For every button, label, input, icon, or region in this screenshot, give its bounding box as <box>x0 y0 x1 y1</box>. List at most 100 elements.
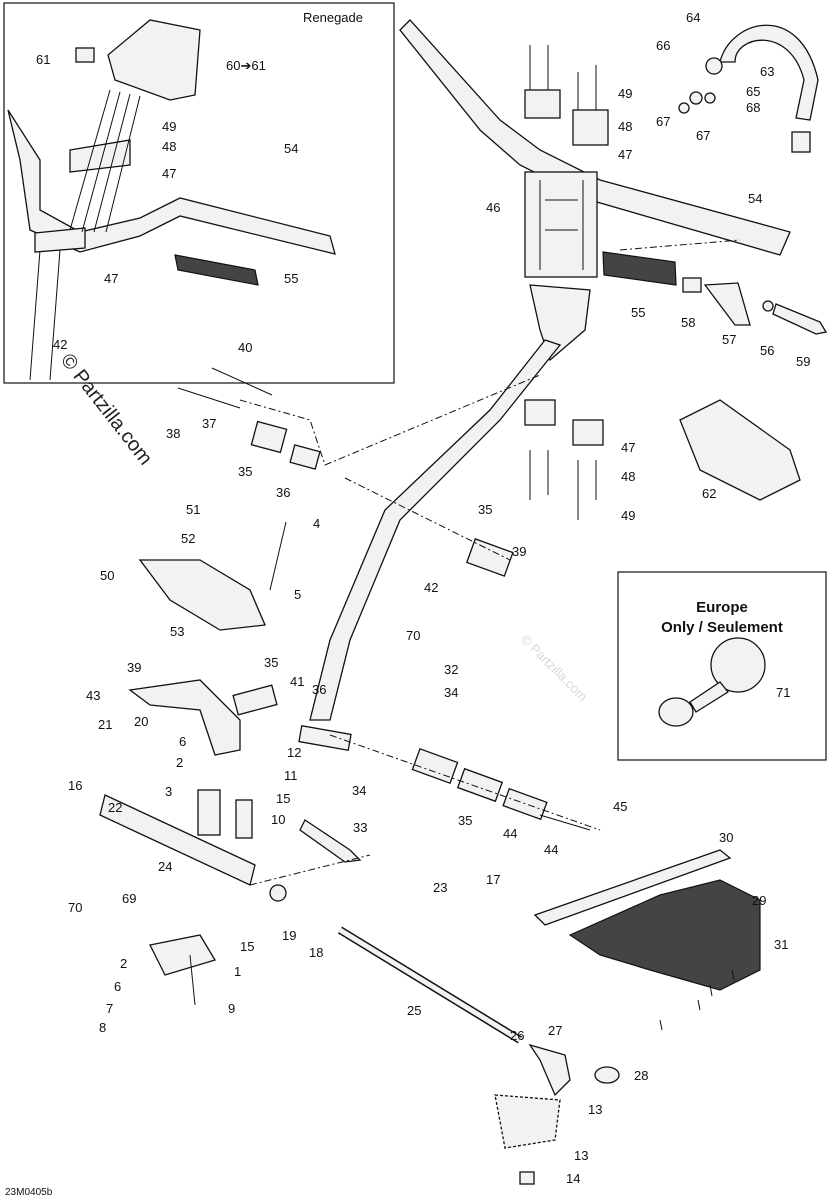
callout-c57: 57 <box>722 332 736 347</box>
bolt-9 <box>189 954 196 1006</box>
bar-end <box>703 282 751 326</box>
callout-c47a: 47 <box>618 147 632 162</box>
bushing-35-right <box>465 538 514 577</box>
figure-code: 23M0405b <box>5 1187 53 1198</box>
strap-hardware-b <box>704 92 716 104</box>
grip <box>602 251 677 286</box>
callout-c46: 46 <box>486 200 500 215</box>
renegade-steering-column <box>29 249 61 381</box>
strap-clamp <box>705 57 723 75</box>
callout-c48b: 48 <box>621 469 635 484</box>
callout-c22: 22 <box>108 800 122 815</box>
callout-c48r: 48 <box>162 139 176 154</box>
callout-c35b: 35 <box>478 502 492 517</box>
callout-c53: 53 <box>170 624 184 639</box>
boot-screws <box>659 969 735 1031</box>
callout-c54r: 54 <box>284 141 298 156</box>
callout-c39b: 39 <box>127 660 141 675</box>
handlebar <box>399 19 791 256</box>
strap-end <box>791 131 811 153</box>
callout-c26: 26 <box>510 1028 524 1043</box>
callout-c66: 66 <box>656 38 670 53</box>
callout-c68: 68 <box>746 100 760 115</box>
callout-c64: 64 <box>686 10 700 25</box>
grip-insert <box>682 277 702 293</box>
rod-end-19 <box>269 884 287 902</box>
ball-joint-27 <box>528 1043 571 1097</box>
callout-c13b: 13 <box>574 1148 588 1163</box>
callout-c48a: 48 <box>618 119 632 134</box>
callout-c12: 12 <box>287 745 301 760</box>
renegade-box-title: Renegade <box>303 10 363 25</box>
renegade-grip <box>174 254 259 286</box>
centerline-d <box>249 854 371 886</box>
callout-c28: 28 <box>634 1068 648 1083</box>
link-44a <box>456 767 504 803</box>
callout-c41: 41 <box>290 674 304 689</box>
callout-c52: 52 <box>181 531 195 546</box>
clamp-top-right <box>572 109 609 146</box>
renegade-clamp-lower <box>34 227 86 253</box>
callout-c56: 56 <box>760 343 774 358</box>
callout-c20: 20 <box>134 714 148 729</box>
callout-c49r: 49 <box>162 119 176 134</box>
renegade-bolts <box>69 89 141 233</box>
steering-column <box>309 339 562 721</box>
callout-c58: 58 <box>681 315 695 330</box>
callout-c60: 60➔61 <box>226 58 266 73</box>
bushing-35-mid <box>232 684 278 716</box>
callout-c13a: 13 <box>588 1102 602 1117</box>
callout-c30: 30 <box>719 830 733 845</box>
callout-c1: 1 <box>234 964 241 979</box>
handlebar-strap <box>719 24 819 121</box>
callout-c21: 21 <box>98 717 112 732</box>
callout-c51: 51 <box>186 502 200 517</box>
callout-c55r: 55 <box>284 271 298 286</box>
europe-inset-box <box>617 571 827 761</box>
tie-rod-25-inner <box>338 927 522 1043</box>
callout-c6a: 6 <box>179 734 186 749</box>
steering-arm-bar <box>99 794 256 886</box>
clamp-bottom-left <box>524 399 556 426</box>
callout-c49b: 49 <box>621 508 635 523</box>
horn-bell <box>658 697 694 727</box>
bushing-35-upper <box>250 420 288 454</box>
europe-box-title-line2: Only / Seulement <box>661 619 783 636</box>
callout-c36a: 36 <box>276 485 290 500</box>
callout-c27: 27 <box>548 1023 562 1038</box>
strap-hardware-a <box>689 91 703 105</box>
callout-c32: 32 <box>444 662 458 677</box>
callout-c33: 33 <box>353 820 367 835</box>
callout-c55: 55 <box>631 305 645 320</box>
callout-c39a: 39 <box>512 544 526 559</box>
callout-c42r: 42 <box>53 337 67 352</box>
strap-hardware-c <box>678 102 690 114</box>
callout-c25: 25 <box>407 1003 421 1018</box>
steering-cover <box>533 849 732 926</box>
callout-c36b: 36 <box>312 682 326 697</box>
callout-c40: 40 <box>238 340 252 355</box>
column-lower-bracket <box>298 725 352 751</box>
callout-c11: 11 <box>284 768 298 783</box>
bolt-45 <box>539 814 591 831</box>
callout-c45: 45 <box>613 799 627 814</box>
riser-bolts-top <box>529 45 597 120</box>
callout-c70a: 70 <box>406 628 420 643</box>
callout-c34b: 34 <box>352 783 366 798</box>
callout-c4: 4 <box>313 516 320 531</box>
clamp-bottom-right <box>572 419 604 446</box>
watermark-faint: © Partzilla.com <box>518 632 591 705</box>
callout-c29: 29 <box>752 893 766 908</box>
callout-c2a: 2 <box>176 755 183 770</box>
callout-c23: 23 <box>433 880 447 895</box>
callout-c31: 31 <box>774 937 788 952</box>
renegade-inset-box <box>3 2 395 384</box>
callout-c35c: 35 <box>264 655 278 670</box>
steering-arm <box>149 934 216 976</box>
callout-c71: 71 <box>776 685 790 700</box>
callout-c59: 59 <box>796 354 810 369</box>
steering-bracket <box>128 679 241 756</box>
callout-c19: 19 <box>282 928 296 943</box>
